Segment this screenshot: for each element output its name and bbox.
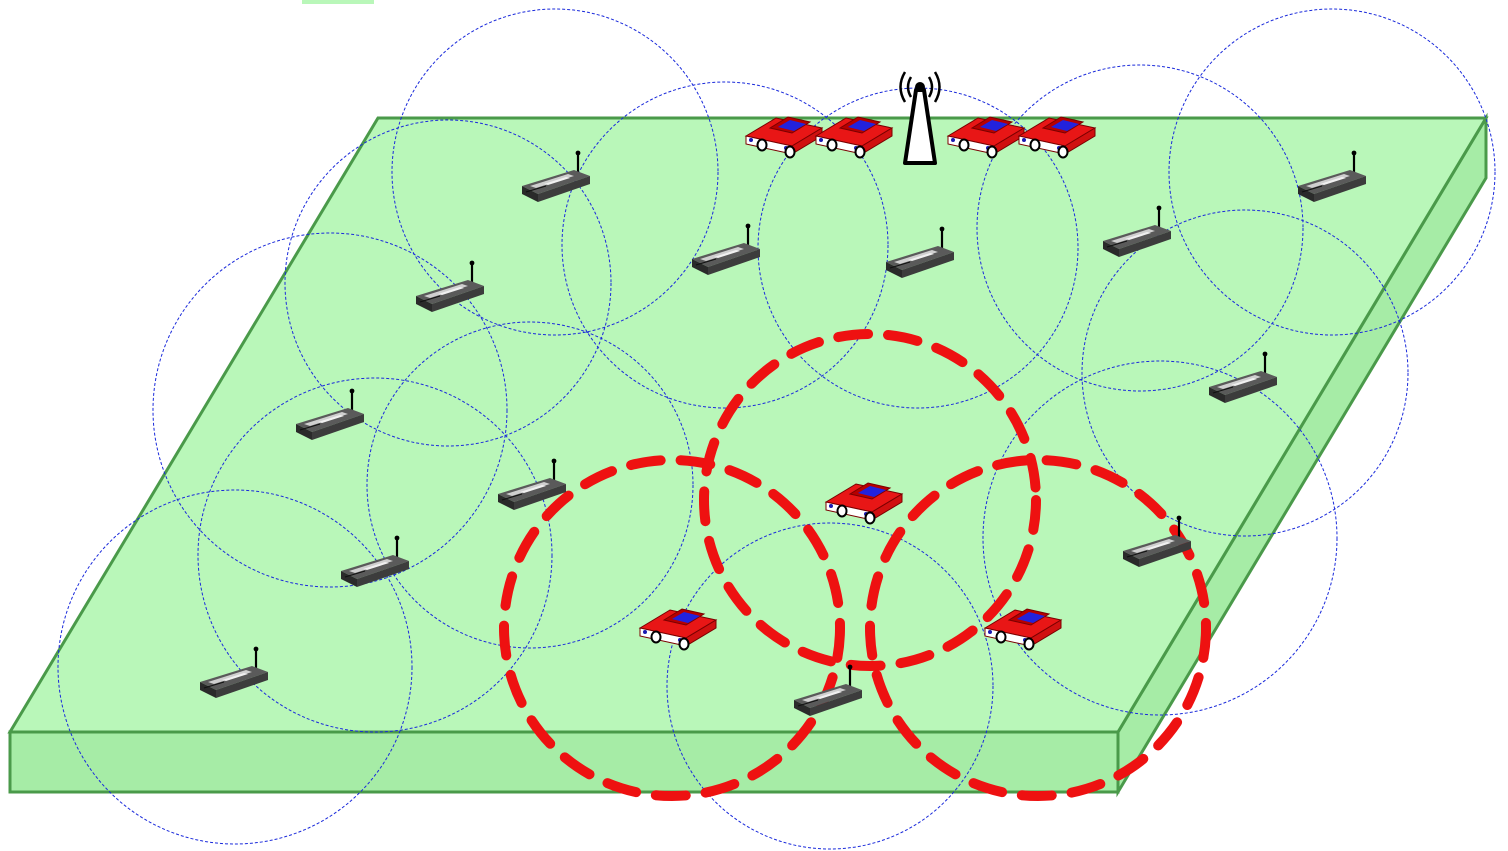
sensor-range — [366, 321, 694, 649]
sensor-range — [757, 87, 1079, 409]
sensor-range — [197, 377, 553, 733]
sensor-ranges — [57, 8, 1496, 850]
sensor-range — [976, 64, 1304, 392]
vehicle-ranges — [499, 329, 1211, 801]
plane-top-face — [7, 116, 1489, 734]
sensor-range — [57, 489, 413, 845]
sensor-range — [1168, 8, 1496, 336]
sensor-range — [284, 119, 612, 447]
vehicle-range — [499, 455, 845, 801]
sensor-range — [982, 360, 1338, 716]
sensor-range — [152, 232, 508, 588]
sensor-range — [561, 81, 889, 409]
sensor-range — [666, 522, 994, 850]
vehicle-range — [865, 455, 1211, 801]
sensor-range — [1081, 209, 1409, 537]
antenna-tower-icon — [899, 71, 941, 165]
vehicle-range — [699, 329, 1041, 671]
sensor-range — [391, 8, 719, 336]
legend-swatch — [302, 0, 374, 4]
base-station — [899, 71, 941, 165]
